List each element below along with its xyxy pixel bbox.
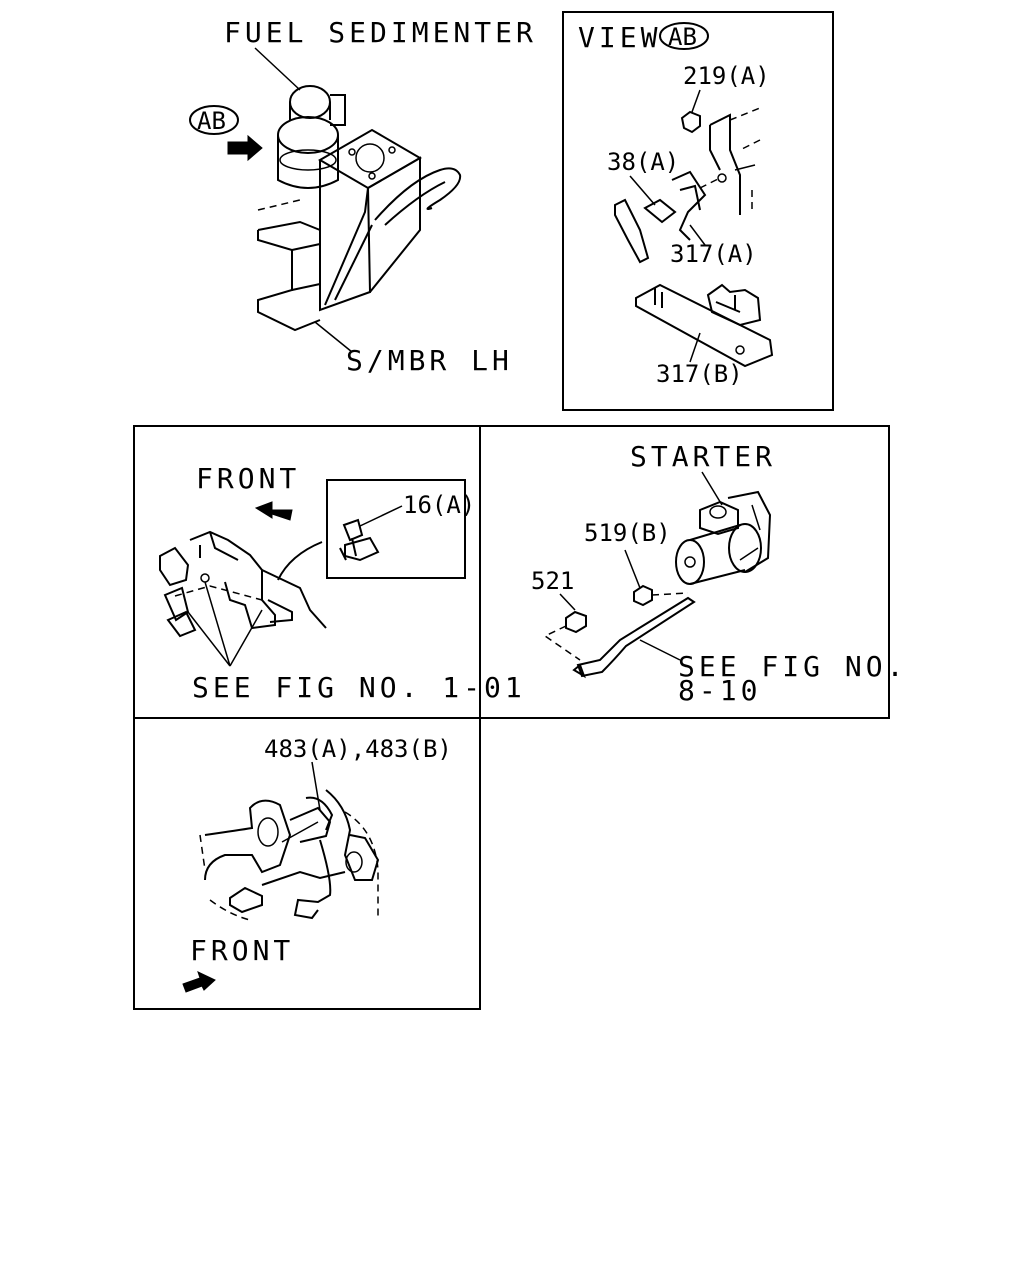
label-view: VIEW — [578, 21, 661, 54]
label-see-fig-1-01: SEE FIG NO. 1-01 — [192, 671, 526, 704]
callout-ellipse — [189, 105, 239, 135]
part-label-483: 483(A),483(B) — [264, 735, 452, 763]
label-see-fig-8-10: 8-10 — [678, 674, 761, 707]
front-arrow-icon — [254, 501, 293, 521]
front-arrow-icon — [182, 971, 216, 993]
callout-ab: AB — [189, 105, 239, 135]
nut-icon — [633, 584, 653, 607]
inset-frame — [326, 479, 466, 579]
label-see-fig-no: SEE FIG NO. — [678, 650, 907, 683]
view-arrow-icon — [227, 134, 263, 162]
panel-frame — [562, 11, 834, 411]
panel-frame — [133, 717, 481, 1010]
panel-fuel-sedimenter: FUEL SEDIMENTER AB — [189, 16, 537, 377]
bracket-drawing — [199, 789, 380, 921]
label-fuel-sedimenter: FUEL SEDIMENTER — [224, 16, 537, 49]
panel-view-ab: VIEW AB 219(A) 38(A) 317(A) 317(B) — [562, 11, 834, 411]
part-label-521: 521 — [531, 567, 574, 595]
callout-ellipse — [659, 22, 709, 50]
panel-starter: STARTER 519(B) 521 SEE FIG NO. 8-10 — [479, 425, 907, 719]
sedimenter-drawing — [257, 85, 462, 332]
bolt-icon — [565, 610, 587, 634]
part-label-317a: 317(A) — [670, 240, 757, 268]
part-label-317b: 317(B) — [656, 360, 743, 388]
label-front: FRONT — [190, 934, 294, 967]
panel-483: 483(A),483(B) FRONT — [133, 717, 481, 1010]
part-label-219a: 219(A) — [683, 62, 770, 90]
label-starter: STARTER — [630, 440, 776, 473]
part-label-16a: 16(A) — [403, 491, 475, 519]
part-label-38a: 38(A) — [607, 148, 679, 176]
leader-line — [254, 47, 301, 91]
panel-frame — [479, 425, 890, 719]
label-smbr-lh: S/MBR LH — [346, 344, 513, 377]
label-front: FRONT — [196, 462, 300, 495]
part-label-519b: 519(B) — [584, 519, 671, 547]
panel-front-16a: FRONT 16(A) SEE FIG NO. 1-01 — [133, 425, 526, 719]
callout-ab-text: AB — [197, 107, 226, 135]
starter-motor-drawing — [675, 490, 772, 585]
nut-icon — [680, 110, 701, 134]
view-callout-text: AB — [668, 23, 697, 51]
leader-line — [314, 321, 353, 353]
